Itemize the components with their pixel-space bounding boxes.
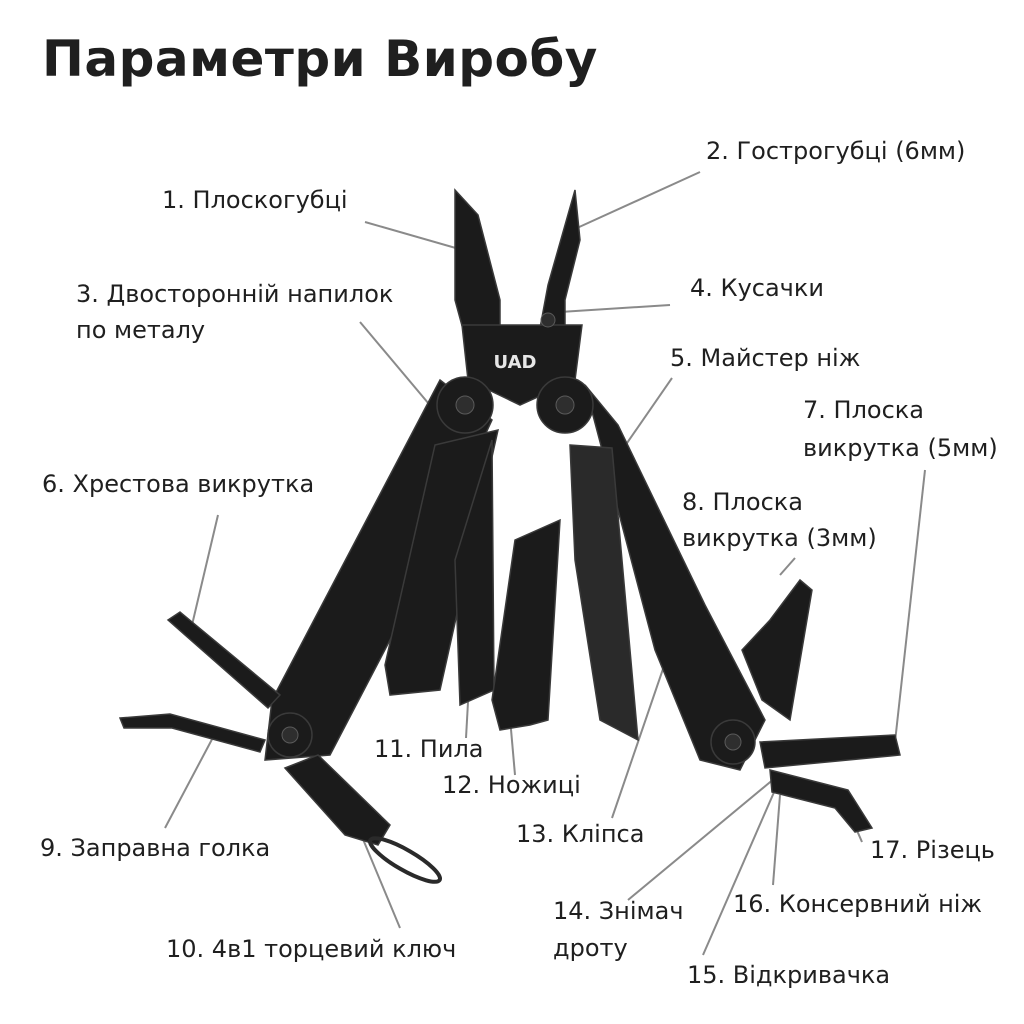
page-title: Параметри Виробу — [42, 30, 598, 88]
label-pliers: 1. Плоскогубці — [162, 186, 348, 214]
wire-stripper-tool — [741, 578, 813, 722]
master-knife — [569, 444, 639, 742]
label-can-opener: 16. Консервний ніж — [733, 890, 983, 918]
tool-body — [118, 188, 901, 884]
label-wire-cutters: 4. Кусачки — [690, 274, 824, 302]
scissors — [491, 518, 561, 731]
label-file-line2: по металу — [76, 316, 206, 344]
label-saw: 11. Пила — [374, 735, 484, 763]
leader-wire-stripper — [627, 777, 776, 901]
leader-flat-3mm — [779, 557, 796, 576]
leader-saw — [465, 701, 469, 739]
label-bottle-opener: 15. Відкривачка — [687, 961, 891, 989]
socket-wrench — [283, 754, 391, 846]
label-master-knife: 5. Майстер ніж — [670, 344, 861, 372]
leader-needle-nose — [576, 171, 701, 229]
cutter-hook — [769, 769, 874, 833]
leader-bottle-opener — [702, 789, 776, 956]
label-threading-needle: 9. Заправна голка — [40, 834, 271, 862]
label-wire-stripper-line2: дроту — [553, 934, 628, 962]
label-phillips-screwdriver: 6. Хрестова викрутка — [42, 470, 315, 498]
flat-screwdriver-5mm — [759, 734, 901, 769]
label-flat-5mm-line2: викрутка (5мм) — [803, 434, 998, 462]
threading-needle — [118, 713, 267, 753]
label-flat-3mm-line2: викрутка (3мм) — [682, 524, 877, 552]
label-cutter: 17. Різець — [870, 836, 995, 864]
phillips-screwdriver — [166, 611, 282, 710]
brand-logo: UAD — [494, 352, 537, 373]
leader-lines — [164, 171, 926, 956]
label-needle-nose-pliers: 2. Гострогубці (6мм) — [706, 137, 966, 165]
label-file-line1: 3. Двосторонній напилок — [76, 280, 394, 308]
leader-socket — [359, 831, 401, 929]
leader-phillips — [191, 514, 219, 626]
label-scissors: 12. Ножиці — [442, 771, 581, 799]
double-sided-file — [384, 428, 499, 696]
screw-heads — [281, 312, 742, 751]
leader-wire-cutter — [559, 304, 671, 313]
leader-can-opener — [772, 794, 781, 886]
wrench-ring — [368, 836, 442, 884]
label-flat-3mm-line1: 8. Плоска — [682, 488, 803, 516]
label-flat-5mm-line1: 7. Плоска — [803, 396, 924, 424]
leader-flat-5mm — [894, 469, 926, 743]
label-wire-stripper-line1: 14. Знімач — [553, 897, 684, 925]
label-socket-wrench: 10. 4в1 торцевий ключ — [166, 935, 457, 963]
label-clip: 13. Кліпса — [516, 820, 645, 848]
leader-needle — [164, 727, 219, 829]
